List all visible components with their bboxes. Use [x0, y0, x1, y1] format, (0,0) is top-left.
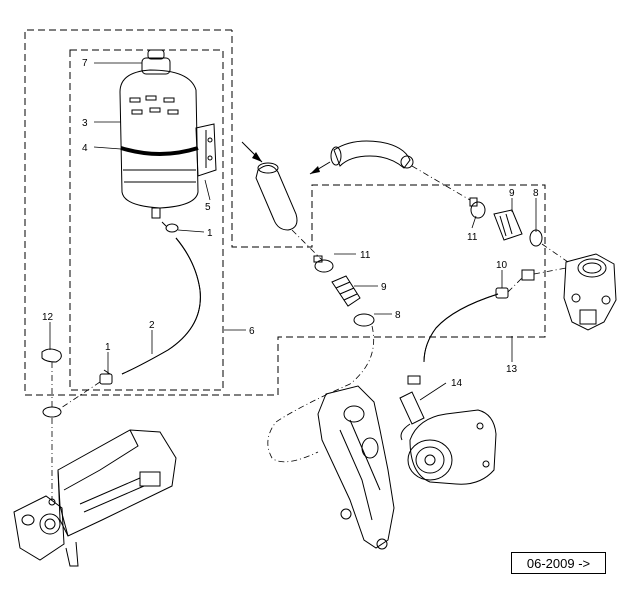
tank-vent-slots: [129, 95, 179, 115]
callout-9-upper: 9: [509, 188, 515, 199]
washer: [42, 406, 62, 418]
assembly-path-lower: [267, 325, 375, 463]
group-6-inner-boundary: [69, 49, 224, 391]
hose-connector-9-lower: [331, 275, 361, 307]
tank-bracket: [195, 123, 217, 177]
callout-11-upper: 11: [467, 232, 478, 243]
callout-4: 4: [82, 143, 88, 154]
callout-5: 5: [205, 202, 211, 213]
group-6-outer-boundary: [24, 29, 546, 396]
callout-6: 6: [249, 326, 255, 337]
water-pump: [407, 409, 497, 485]
hose-clamp-10: [495, 287, 509, 299]
hose-clamp-11-upper: [469, 197, 486, 219]
bypass-hose: [423, 293, 499, 363]
callout-9-lower: 9: [381, 282, 387, 293]
callout-3: 3: [82, 118, 88, 129]
hose-clamp-upper: [161, 221, 179, 233]
callout-13: 13: [506, 364, 518, 375]
manifold-label-plate: [139, 471, 161, 487]
callout-1-upper: 1: [207, 228, 213, 239]
expansion-tank: [119, 49, 199, 219]
tank-cap: [141, 57, 171, 75]
thermostat-housing: [563, 253, 617, 331]
o-ring-8-lower: [353, 313, 375, 327]
callout-7: 7: [82, 58, 88, 69]
hose-clamp-11-lower: [313, 255, 334, 273]
callout-14: 14: [451, 378, 463, 389]
callout-10: 10: [496, 260, 508, 271]
coolant-hose-inlet: [255, 165, 298, 231]
version-date-label: 06-2009 ->: [511, 552, 606, 574]
intake-manifold: [13, 429, 177, 567]
grommet: [41, 348, 62, 363]
callout-12: 12: [42, 312, 54, 323]
callout-2: 2: [149, 320, 155, 331]
hose-clamp-lower: [99, 369, 113, 385]
bypass-fitting: [521, 269, 535, 281]
callout-1-lower: 1: [105, 342, 111, 353]
tank-clamp-band: [120, 146, 199, 156]
callout-8-upper: 8: [533, 188, 539, 199]
pump-inlet-elbow: [399, 375, 425, 441]
hose-connector-9-upper: [493, 209, 523, 241]
callout-8-lower: 8: [395, 310, 401, 321]
callout-11-lower: 11: [360, 250, 371, 261]
engine-block-casting: [317, 385, 395, 550]
coolant-hose-return: [333, 140, 411, 169]
o-ring-8-upper: [529, 229, 543, 247]
